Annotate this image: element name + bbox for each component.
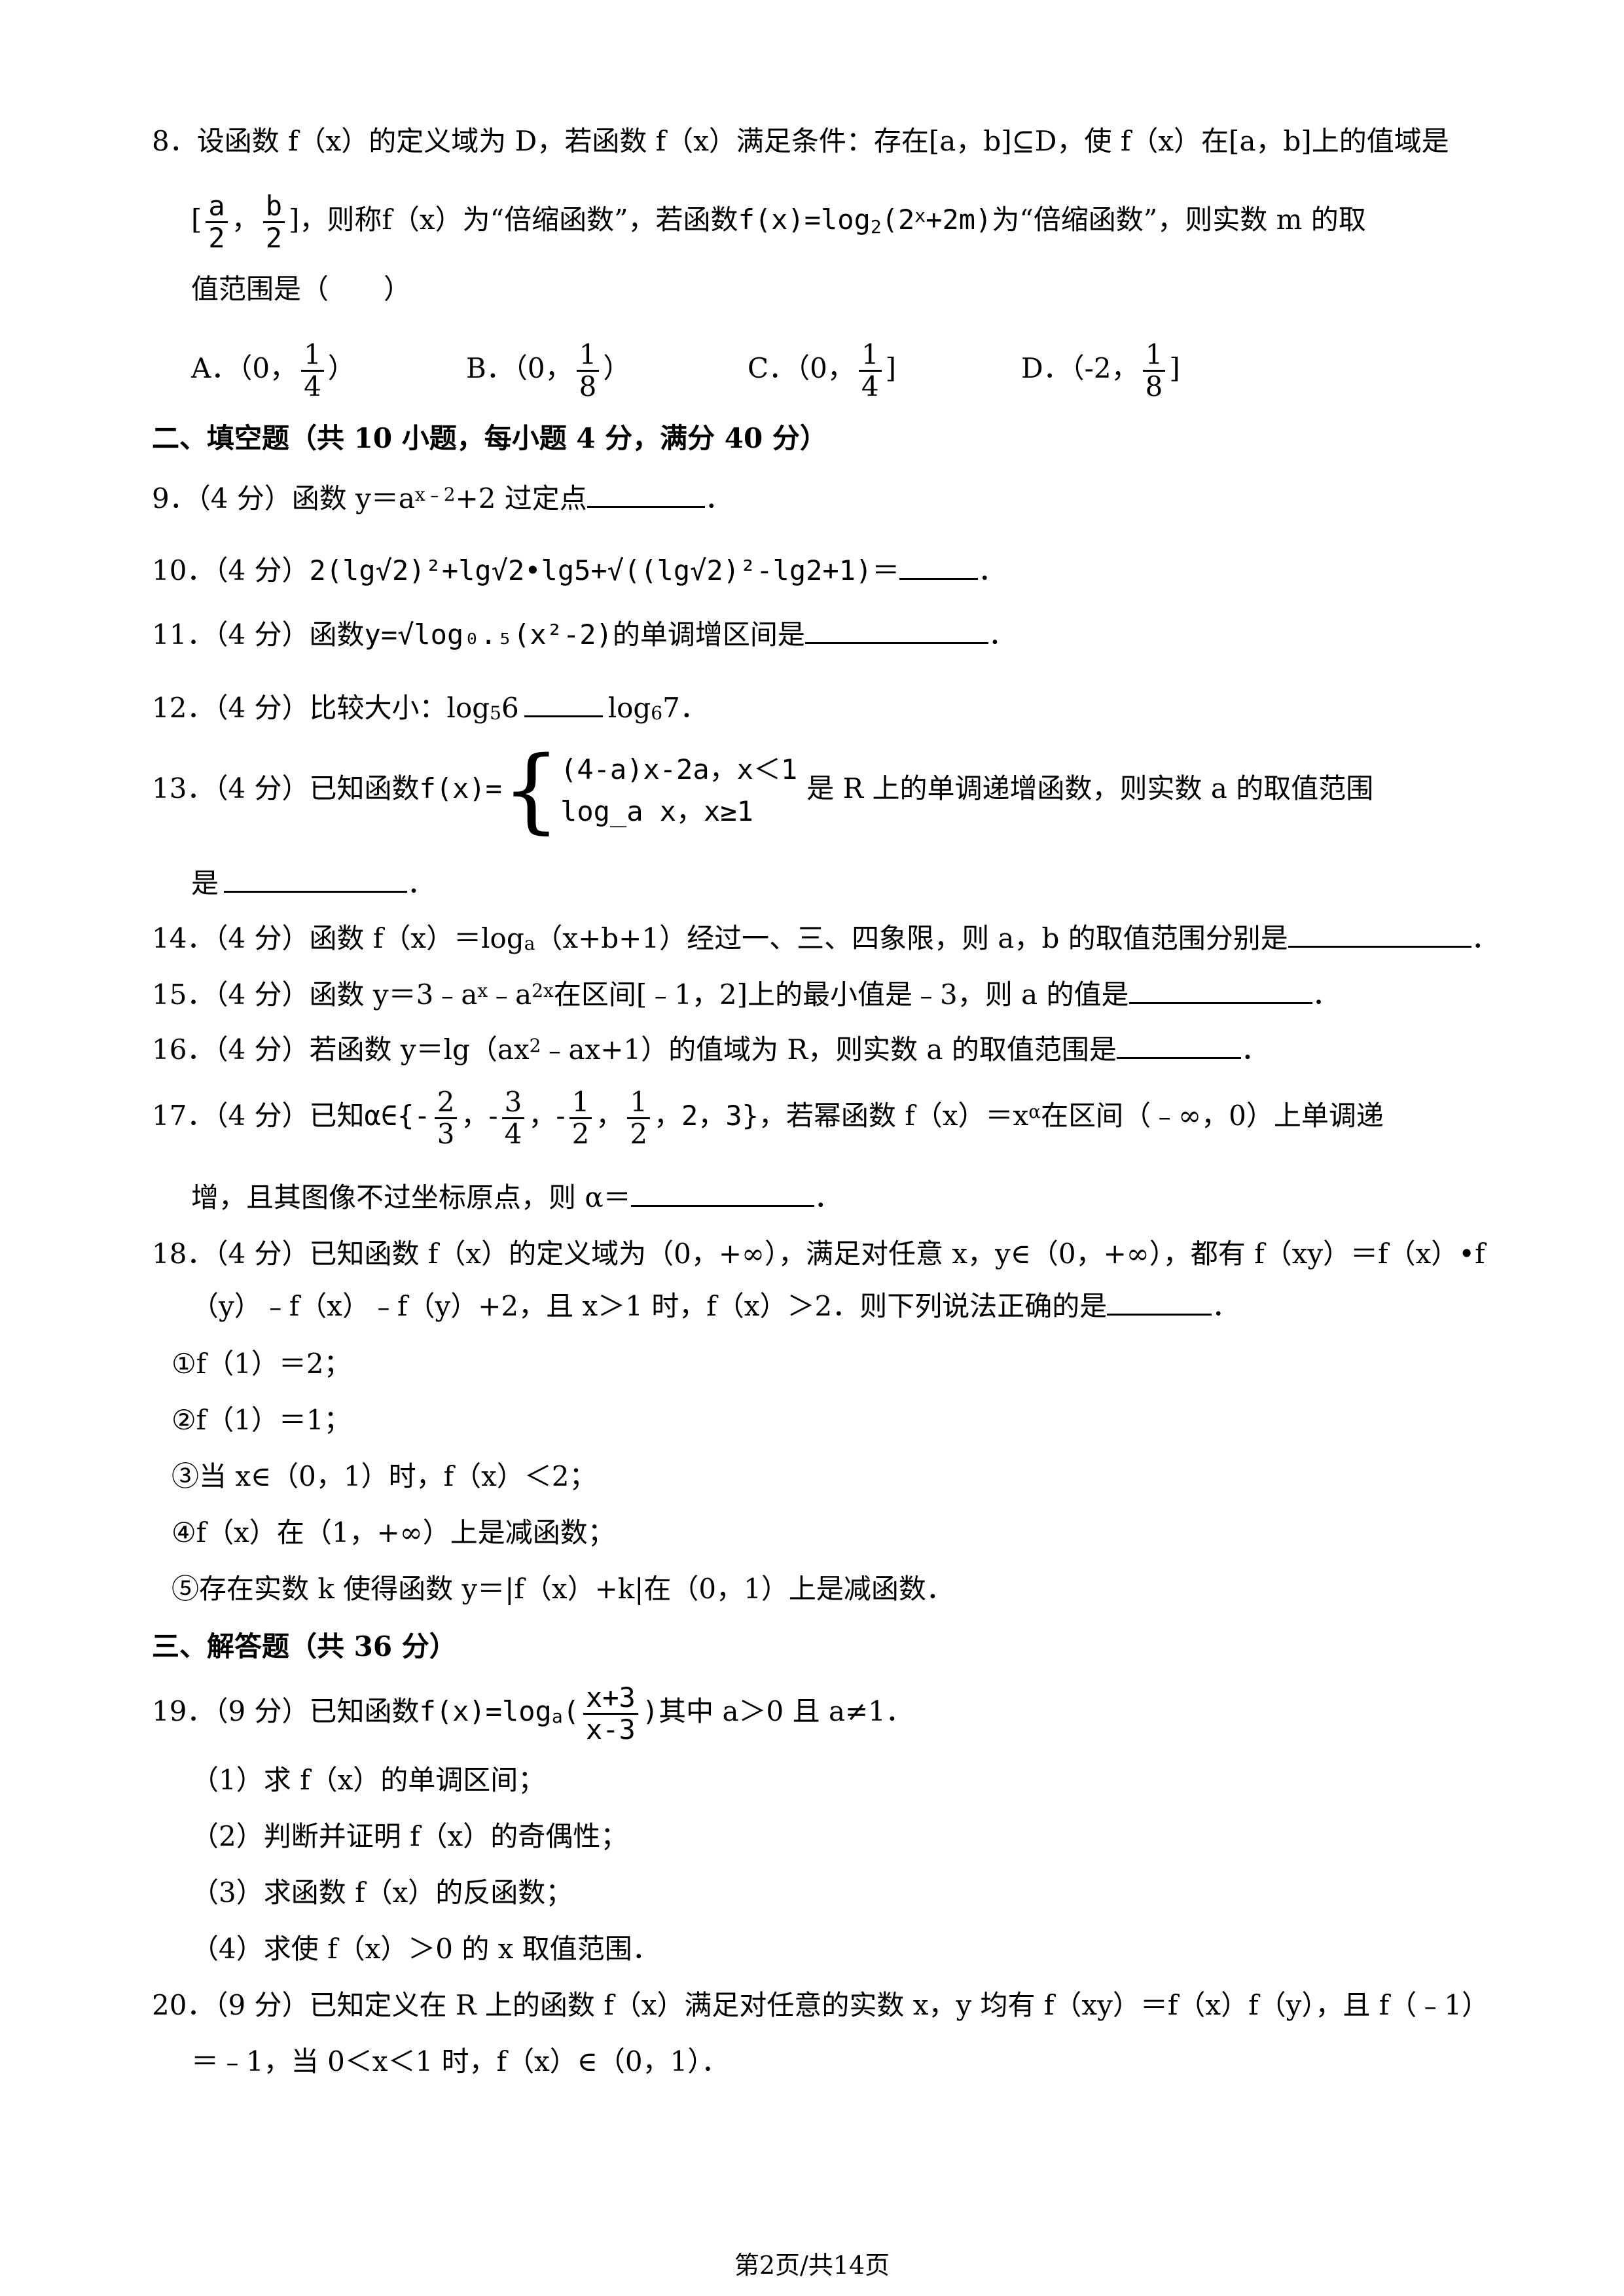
- q19-sub-3: （3）求函数 f（x）的反函数；: [191, 1876, 573, 1909]
- q13-brace: {: [501, 737, 561, 844]
- q15: 15．（4 分）函数 y＝3﹣ax﹣a2x在区间[﹣1，2]上的最小值是﹣3，则…: [152, 975, 1340, 1014]
- section-3-heading: 三、解答题（共 36 分）: [152, 1630, 457, 1662]
- q17-answer-blank: [630, 1179, 814, 1207]
- q11-answer-blank: [804, 616, 988, 644]
- q20-line1: 20．（9 分）已知定义在 R 上的函数 f（x）满足对任意的实数 x，y 均有…: [152, 1989, 1489, 2021]
- q18-line2: （y）﹣f（x）﹣f（y）+2，且 x＞1 时，f（x）＞2．则下列说法正确的是…: [191, 1287, 1239, 1326]
- q13-answer-blank: [224, 865, 408, 893]
- q13-line2: 是．: [191, 864, 435, 903]
- q12-answer-blank: [524, 689, 603, 717]
- q15-answer-blank: [1128, 976, 1312, 1004]
- q18-answer-blank: [1107, 1287, 1212, 1316]
- q18-option-1: ①f（1）＝2；: [171, 1348, 352, 1380]
- q11: 11．（4 分）函数y=√log₀.₅(x²-2)的单调增区间是．: [152, 615, 1016, 655]
- section-2-heading: 二、填空题（共 10 小题，每小题 4 分，满分 40 分）: [152, 422, 827, 454]
- q16-answer-blank: [1116, 1031, 1241, 1059]
- q16: 16．（4 分）若函数 y＝lg（ax2﹣ax+1）的值域为 R，则实数 a 的…: [152, 1030, 1269, 1069]
- q18-option-3: ③当 x∈（0，1）时，f（x）＜2；: [171, 1460, 597, 1492]
- q18-option-5: ⑤存在实数 k 使得函数 y＝|f（x）+k|在（0，1）上是减函数．: [171, 1573, 954, 1605]
- page-footer: 第2页/共14页: [734, 2251, 890, 2280]
- q18-line1: 18．（4 分）已知函数 f（x）的定义域为（0，+∞），满足对任意 x，y∈（…: [152, 1238, 1485, 1270]
- q18-option-4: ④f（x）在（1，+∞）上是减函数；: [171, 1516, 615, 1549]
- q19-sub-2: （2）判断并证明 f（x）的奇偶性；: [191, 1820, 628, 1852]
- q9-answer-blank: [586, 480, 705, 508]
- q19-sub-4: （4）求使 f（x）＞0 的 x 取值范围．: [191, 1933, 660, 1965]
- q14: 14．（4 分）函数 f（x）＝loga（x+b+1）经过一、三、四象限，则 a…: [152, 919, 1499, 958]
- q17-line2: 增，且其图像不过坐标原点，则 α＝．: [191, 1178, 842, 1217]
- q10-answer-blank: [899, 552, 979, 580]
- q18-option-2: ②f（1）＝1；: [171, 1404, 352, 1436]
- q8-line3: 值范围是（ ）: [191, 273, 412, 305]
- q19-sub-1: （1）求 f（x）的单调区间；: [191, 1764, 546, 1796]
- q14-answer-blank: [1288, 920, 1471, 948]
- q8-line1: 8．设函数 f（x）的定义域为 D，若函数 f（x）满足条件：存在[a，b]⊆D…: [152, 125, 1449, 157]
- q9: 9．（4 分）函数 y＝ax﹣2+2 过定点．: [152, 479, 732, 518]
- q10: 10．（4 分）2(lg√2)²+lg√2•lg5+√((lg√2)²-lg2+…: [152, 551, 1005, 590]
- q20-line2: ＝﹣1，当 0＜x＜1 时，f（x）∈（0，1）．: [191, 2045, 729, 2077]
